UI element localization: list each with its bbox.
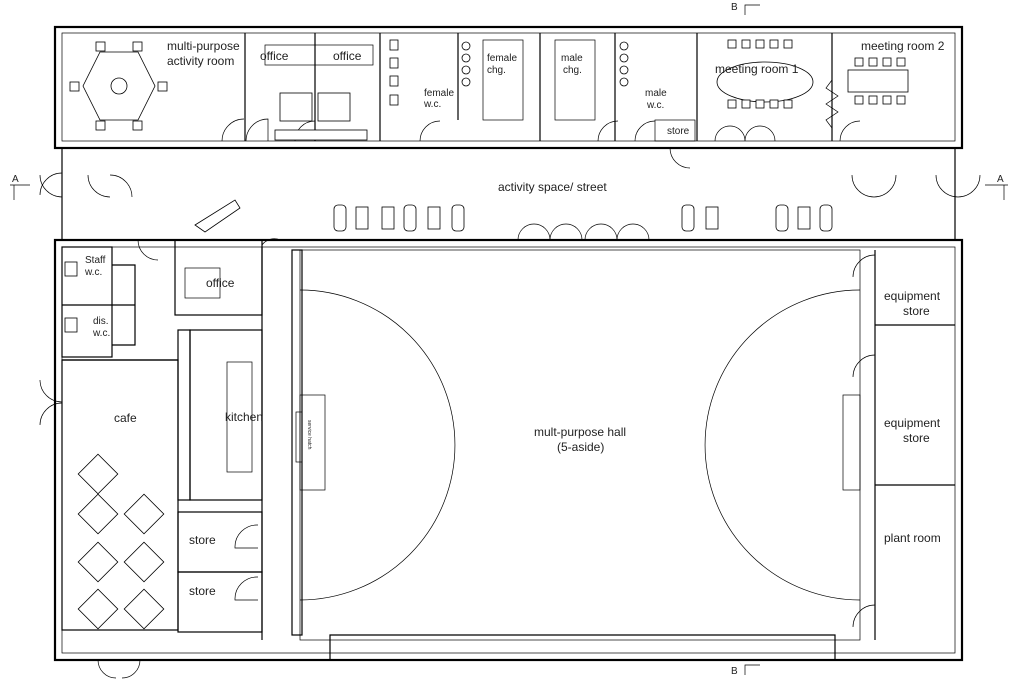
label-office-3: office bbox=[206, 276, 235, 290]
rect-table bbox=[847, 69, 909, 93]
label-store-2: store bbox=[189, 584, 216, 598]
label-office-2: office bbox=[333, 49, 362, 63]
label-hall: mult-purpose hall bbox=[534, 425, 626, 439]
street-walls bbox=[39, 148, 981, 241]
label-male-wc: male bbox=[645, 88, 667, 99]
label-dis-wc: dis. bbox=[93, 316, 109, 327]
section-a-right: A bbox=[997, 174, 1004, 185]
label-equipment-store-2b: store bbox=[903, 431, 930, 445]
section-b-top: B bbox=[731, 2, 738, 13]
lower-block-walls bbox=[39, 238, 964, 679]
label-hall-2: (5-aside) bbox=[557, 440, 604, 454]
label-plant-room: plant room bbox=[884, 531, 941, 545]
label-activity-room-2: activity room bbox=[167, 54, 234, 68]
label-male-wc-2: w.c. bbox=[646, 100, 664, 111]
label-activity-room: multi-purpose bbox=[167, 39, 240, 53]
upper-block-walls bbox=[53, 25, 964, 150]
label-female-chg-2: chg. bbox=[487, 65, 506, 76]
label-store-top: store bbox=[667, 126, 690, 137]
label-kitchen: kitchen bbox=[225, 410, 263, 424]
section-b-bottom: B bbox=[731, 666, 738, 677]
label-service-hatch: service hatch bbox=[306, 420, 312, 450]
label-meeting-room-1: meeting room 1 bbox=[715, 62, 799, 76]
label-equipment-store-2: equipment bbox=[884, 416, 941, 430]
label-dis-wc-2: w.c. bbox=[92, 328, 110, 339]
section-a-left: A bbox=[12, 174, 19, 185]
label-office-1: office bbox=[260, 49, 289, 63]
label-staff-wc: Staff bbox=[85, 255, 106, 266]
label-staff-wc-2: w.c. bbox=[84, 267, 102, 278]
label-female-chg: female bbox=[487, 53, 517, 64]
label-equipment-store-1b: store bbox=[903, 304, 930, 318]
label-female-wc-2: w.c. bbox=[423, 99, 441, 110]
label-equipment-store-1: equipment bbox=[884, 289, 941, 303]
label-male-chg-2: chg. bbox=[563, 65, 582, 76]
label-cafe: cafe bbox=[114, 411, 137, 425]
label-street: activity space/ street bbox=[498, 180, 607, 194]
label-male-chg: male bbox=[561, 53, 583, 64]
label-meeting-room-2: meeting room 2 bbox=[861, 39, 945, 53]
room-labels: multi-purpose activity room office offic… bbox=[84, 39, 945, 598]
label-store-1: store bbox=[189, 533, 216, 547]
doors-upper bbox=[221, 118, 861, 169]
furniture-upper bbox=[69, 39, 909, 141]
label-female-wc: female bbox=[424, 88, 454, 99]
section-markers: A A B B bbox=[10, 2, 1008, 677]
oval-table bbox=[716, 61, 814, 103]
